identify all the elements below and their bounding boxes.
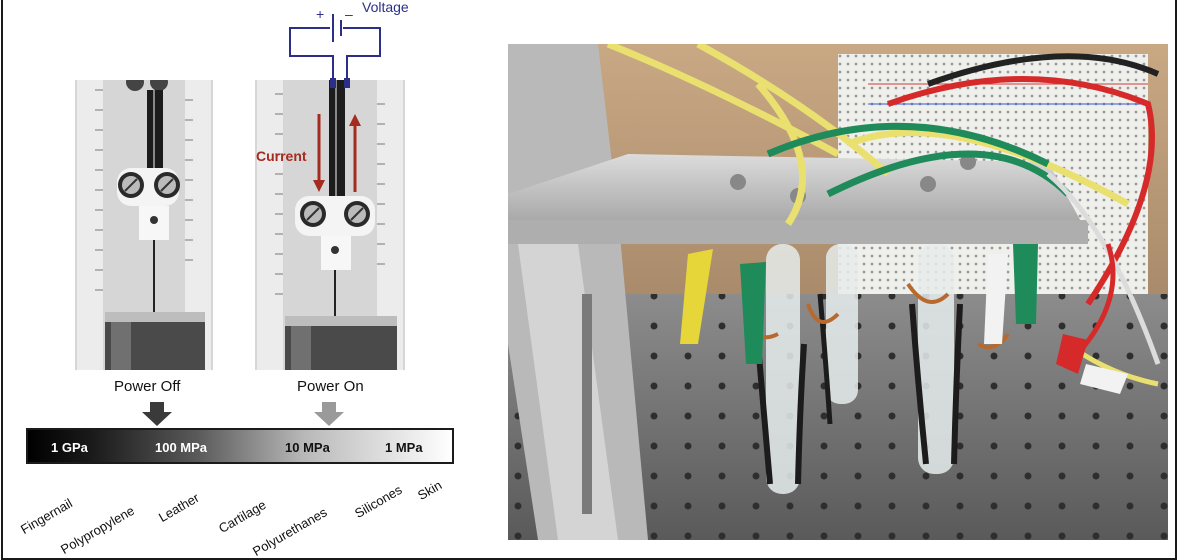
plus-sign: +	[316, 6, 325, 22]
material-fingernail: Fingernail	[18, 495, 75, 537]
stiffness-scale-bar	[26, 428, 454, 464]
photo-power-off	[75, 80, 213, 370]
material-skin: Skin	[415, 477, 445, 503]
tick-10mpa: 10 MPa	[285, 440, 330, 455]
actuator-rig-photo	[508, 44, 1168, 540]
tick-1gpa: 1 GPa	[51, 440, 88, 455]
minus-sign: –	[345, 6, 353, 22]
material-cartilage: Cartilage	[216, 496, 269, 536]
voltage-label: Voltage	[362, 0, 409, 15]
panel-b-actuator-rig-photo	[508, 44, 1168, 540]
panel-a-actuator-diagram: + – Voltage Current Power Off Power On 1…	[0, 0, 470, 560]
tick-1mpa: 1 MPa	[385, 440, 423, 455]
material-silicones: Silicones	[352, 481, 405, 521]
voltage-circuit	[289, 14, 381, 88]
current-label: Current	[256, 148, 307, 164]
tick-100mpa: 100 MPa	[155, 440, 208, 455]
caption-power-off: Power Off	[114, 378, 181, 395]
photo-power-on	[255, 80, 405, 370]
down-arrow-light-icon	[314, 402, 344, 426]
down-arrow-icon	[142, 402, 172, 426]
photo-power-off-drawing	[75, 80, 213, 370]
material-leather: Leather	[156, 489, 202, 525]
photo-power-on-drawing	[255, 80, 405, 370]
caption-power-on: Power On	[297, 378, 364, 395]
